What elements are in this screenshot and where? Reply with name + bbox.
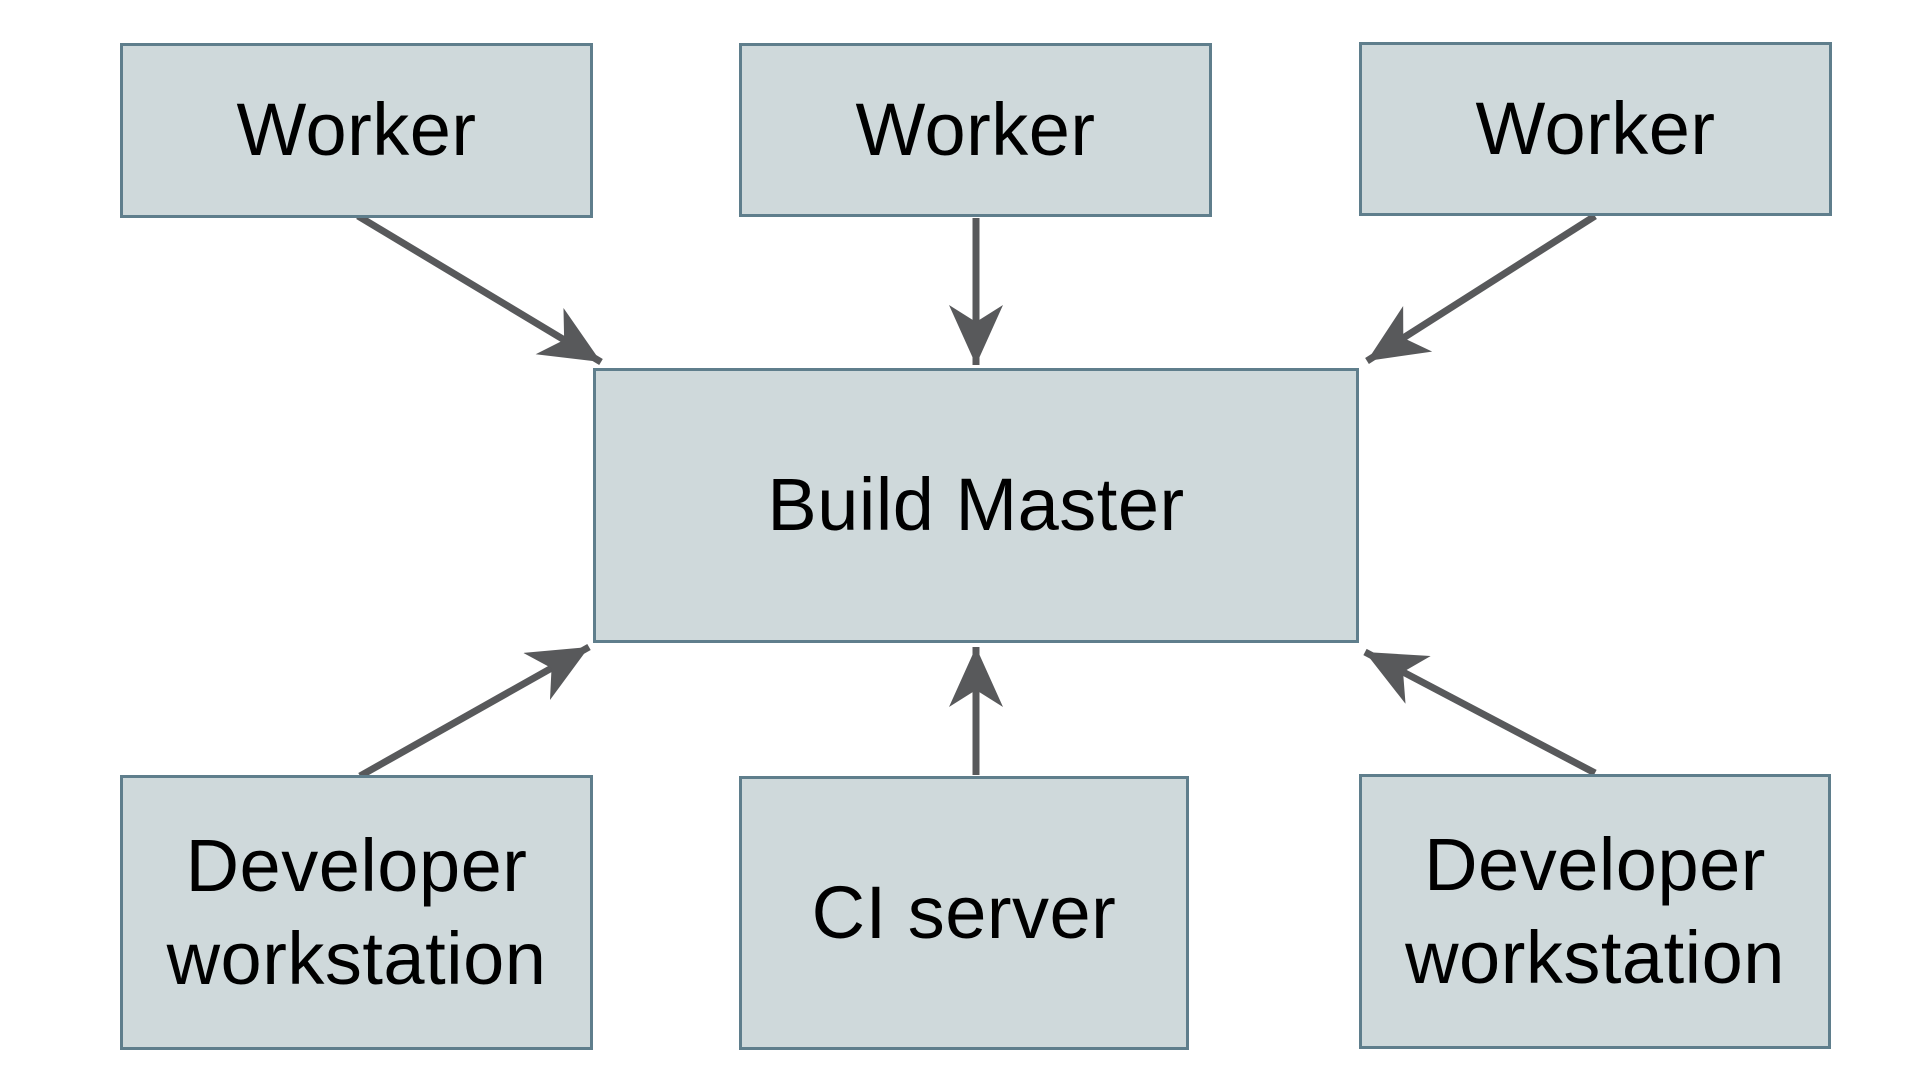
node-label-worker-3: Worker (1475, 86, 1716, 170)
arrow-developer-workstation-1-to-build-master (358, 643, 591, 780)
arrow-worker-3-to-build-master (1365, 213, 1597, 364)
arrow-developer-workstation-2-to-build-master (1363, 648, 1597, 777)
node-developer-workstation-2: Developer workstation (1359, 774, 1831, 1049)
arrow-worker-1-to-build-master (356, 212, 603, 366)
node-label-developer-workstation-1: Developer workstation (166, 824, 547, 1000)
node-worker-2: Worker (739, 43, 1212, 217)
node-worker-3: Worker (1359, 42, 1832, 216)
node-label-ci-server: CI server (811, 870, 1117, 954)
node-label-worker-2: Worker (855, 87, 1096, 171)
node-label-worker-1: Worker (236, 88, 477, 172)
node-label-build-master: Build Master (767, 463, 1185, 547)
node-label-developer-workstation-2: Developer workstation (1405, 823, 1785, 999)
node-ci-server: CI server (739, 776, 1189, 1050)
node-build-master: Build Master (593, 368, 1359, 643)
node-worker-1: Worker (120, 43, 593, 218)
node-developer-workstation-1: Developer workstation (120, 775, 593, 1050)
